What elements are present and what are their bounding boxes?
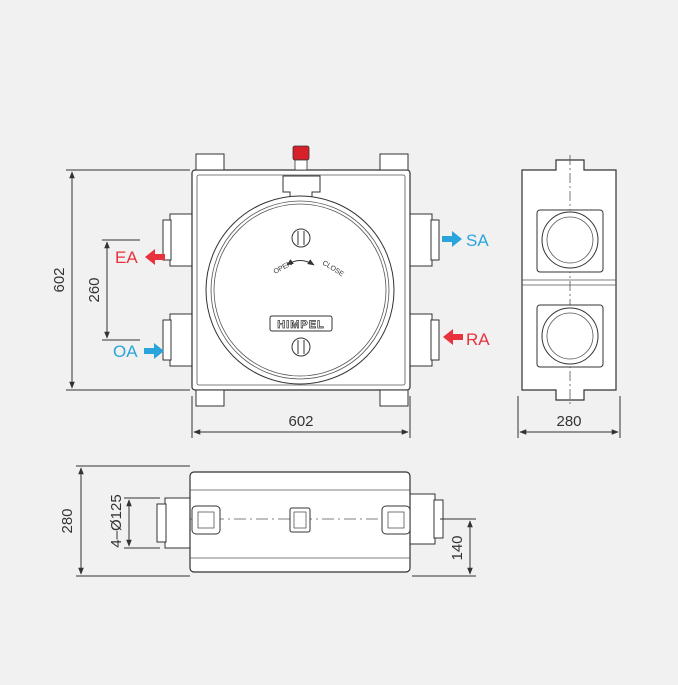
top-depth-dimension: 280: [59, 465, 190, 577]
top-left-duct-flange: [156, 503, 167, 543]
cover-plate: [213, 203, 387, 377]
sa-duct-flange: [430, 219, 440, 261]
oa-port-marker: OA: [113, 342, 164, 361]
front-view: OPEN CLOSE HIMPEL EA OA SA RA 602: [51, 145, 490, 438]
front-width-value: 602: [288, 413, 313, 430]
brand-logo: HIMPEL: [277, 319, 325, 331]
side-view: 280: [517, 155, 621, 438]
duct-diameter-value: 4–Ø125: [108, 494, 125, 547]
open-close-arrow-icon: [286, 259, 315, 266]
ea-duct: [169, 213, 193, 267]
indicator-lamp-base: [294, 159, 308, 171]
port-spacing-value: 260: [86, 277, 103, 302]
top-right-duct: [409, 493, 436, 545]
bracket-bottom-right: [379, 389, 409, 407]
indicator-lamp: [292, 145, 310, 161]
oa-duct-flange: [162, 319, 172, 361]
ea-port-marker: EA: [115, 248, 165, 267]
side-width-dimension: 280: [517, 396, 621, 438]
side-width-value: 280: [556, 413, 581, 430]
duct-center-dimension: 140: [412, 518, 476, 577]
cover-ring-outer: [205, 195, 395, 385]
bracket-top-right: [379, 153, 409, 171]
ra-port-marker: RA: [443, 329, 490, 349]
sa-label: SA: [466, 231, 489, 250]
ea-duct-flange: [162, 219, 172, 261]
side-lower-port-ring: [541, 307, 599, 365]
top-clamp-left: [191, 505, 221, 535]
duct-diameter-dimension: 4–Ø125: [108, 494, 160, 549]
front-width-dimension: 602: [191, 396, 411, 438]
cover-ring-inner: [210, 200, 390, 380]
brand-plate: [269, 315, 333, 332]
housing-inner-edge: [196, 174, 406, 386]
sa-duct: [409, 213, 433, 267]
front-height-dimension: 602: [51, 169, 190, 391]
side-upper-port-ring: [541, 211, 599, 269]
ea-label: EA: [115, 248, 138, 267]
sa-port-marker: SA: [442, 231, 489, 250]
screw-bottom-icon: [291, 337, 311, 357]
oa-duct: [169, 313, 193, 367]
top-clamp-right: [381, 505, 411, 535]
top-view: 280 4–Ø125 140: [59, 465, 476, 577]
screw-top-icon: [291, 228, 311, 248]
duct-center-value: 140: [449, 535, 466, 560]
bracket-top-left: [195, 153, 225, 171]
top-clamp-center: [289, 507, 311, 533]
bracket-bottom-left: [195, 389, 225, 407]
oa-label: OA: [113, 342, 138, 361]
ra-label: RA: [466, 330, 490, 349]
ra-duct: [409, 313, 433, 367]
top-left-duct: [164, 497, 191, 549]
front-height-value: 602: [51, 267, 68, 292]
port-spacing-dimension: 260: [86, 239, 140, 341]
top-depth-value: 280: [59, 508, 76, 533]
ra-duct-flange: [430, 319, 440, 361]
